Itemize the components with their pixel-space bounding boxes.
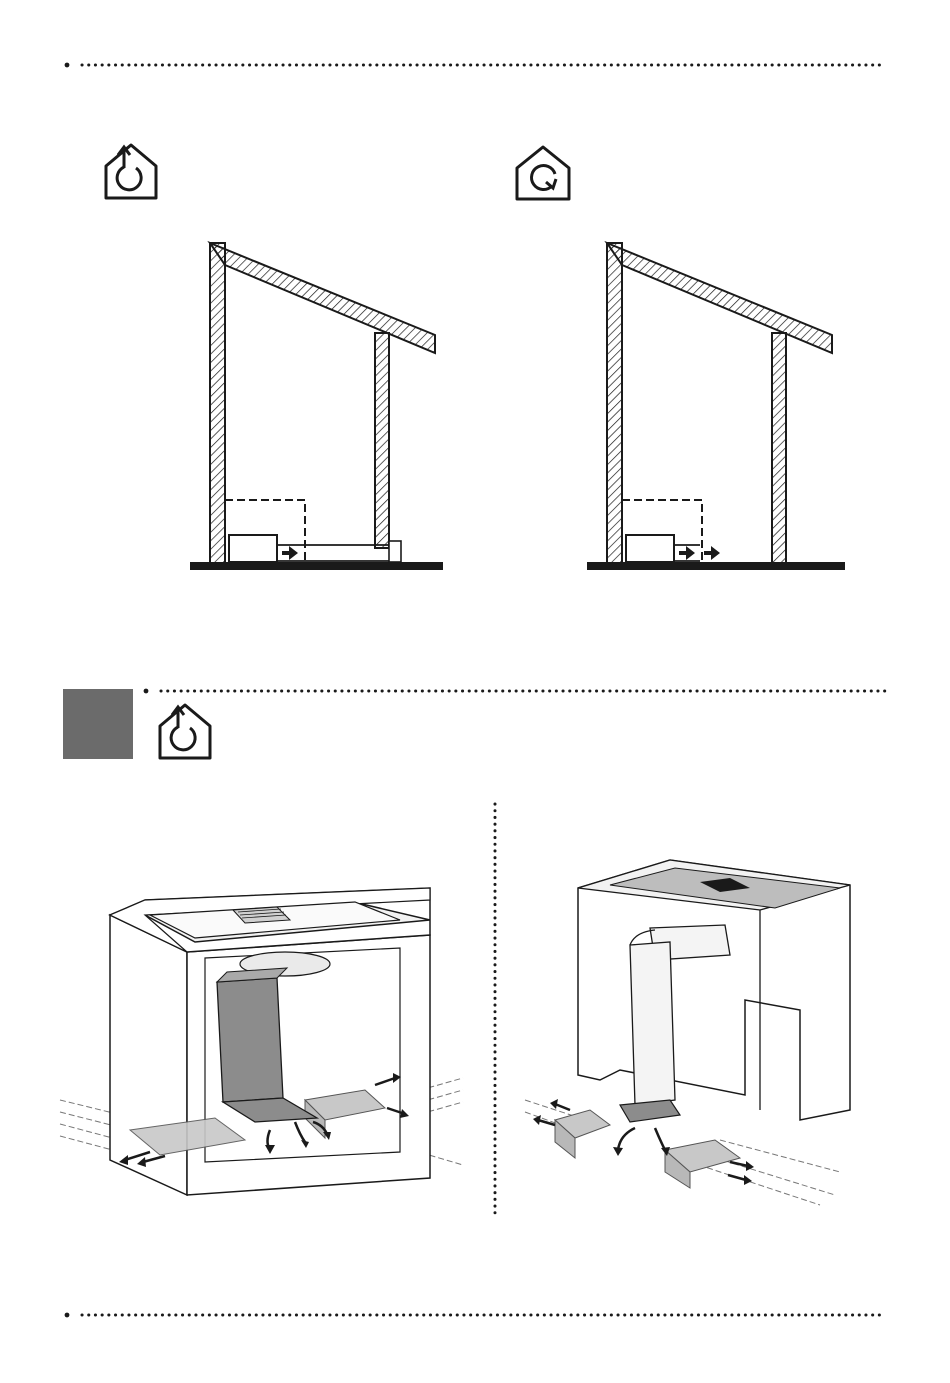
dotted-rule-section (0, 681, 950, 701)
house-extraction-icon (154, 700, 216, 762)
cabinet-rear-ducting-illustration (520, 850, 880, 1210)
extraction-wall-diagram (185, 235, 455, 580)
dotted-rule-vertical (485, 798, 505, 1223)
house-extraction-icon (100, 140, 162, 202)
dotted-rule-top (0, 55, 950, 75)
cabinet-front-ducting-illustration (55, 860, 475, 1210)
house-recirculation-icon (512, 144, 574, 202)
recirculation-wall-diagram (582, 235, 852, 580)
dotted-rule-bottom (0, 1305, 950, 1325)
